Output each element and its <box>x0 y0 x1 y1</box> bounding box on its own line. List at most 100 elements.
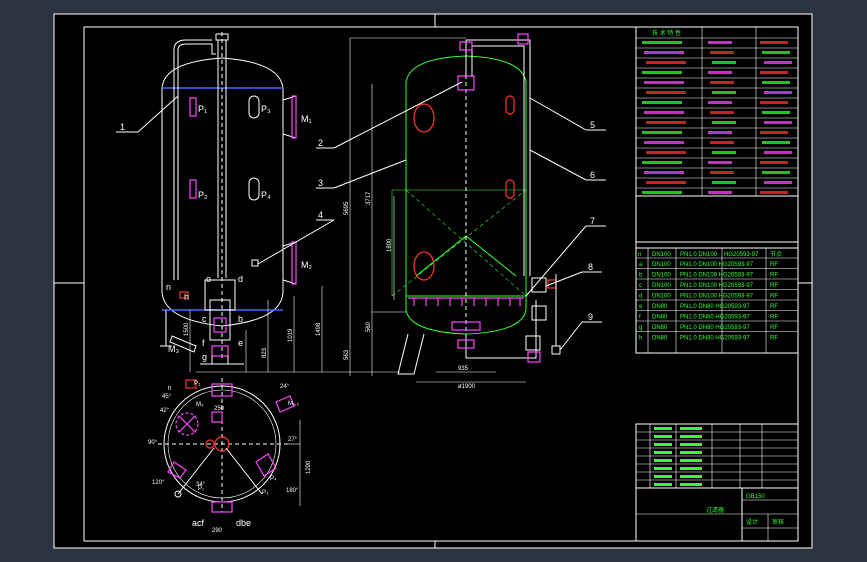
parts-list-cell-text <box>680 475 702 478</box>
parts-list-cell-text <box>654 427 672 430</box>
dim-563: 563 <box>344 349 350 360</box>
tech-table-cell-text <box>644 51 684 54</box>
nozzle-table-cell: RF <box>770 273 778 279</box>
tech-table-cell-text <box>764 151 792 154</box>
nozzle-table <box>647 248 767 353</box>
nozzle-table-cell: RF <box>770 262 778 268</box>
nozzle-table-cell: b <box>639 273 643 279</box>
plan-label-acf: acf <box>192 518 205 528</box>
plan-view <box>158 378 301 513</box>
tech-table-cell-text <box>642 161 682 164</box>
nozzle-table-cell: RF <box>770 315 778 321</box>
tech-table-cell-text <box>764 121 792 124</box>
tech-table-cell-text <box>760 101 788 104</box>
plan-angle-34: 34° <box>196 482 206 488</box>
tech-table-cell-text <box>760 161 788 164</box>
tech-table-cell-text <box>708 101 732 104</box>
nozzle-table-cell: RF <box>770 294 778 300</box>
plan-label-p4: P₄ <box>270 476 277 482</box>
parts-list-cell-text <box>680 427 702 430</box>
tech-table-cell-text <box>642 131 682 134</box>
nozzle-table-cell: PN1.0 DN80 HG20593-97 <box>680 315 750 321</box>
nozzle-table-cell: RF <box>770 304 778 310</box>
tech-table-cell-text <box>646 151 686 154</box>
nozzle-table-cell: DN80 <box>652 315 668 321</box>
plan-dim-290: 290 <box>212 528 223 534</box>
plan-angle-42: 42° <box>160 408 170 414</box>
tech-table-cell-text <box>708 71 732 74</box>
tech-table-cell-text <box>644 171 684 174</box>
tech-table-cell-text <box>642 71 682 74</box>
plan-dim-250: 250 <box>214 406 225 412</box>
dim-diameter-1900: ø1900 <box>458 384 476 390</box>
dim-1800: 1800 <box>387 238 393 252</box>
part-number-9: 9 <box>588 312 593 322</box>
nozzle-table-cell: a <box>639 262 643 268</box>
parts-list-cell-text <box>654 483 672 486</box>
tech-table-cell-text <box>764 61 792 64</box>
tech-table-title: 技 术 特 性 <box>652 29 681 37</box>
part-number-6: 6 <box>590 170 595 180</box>
nozzle-label-g: g <box>202 352 207 362</box>
dim-5695: 5695 <box>344 201 350 215</box>
right-elevation-view <box>349 33 561 383</box>
tech-table-cell-text <box>708 131 732 134</box>
part-number-5: 5 <box>590 120 595 130</box>
parts-list-cell-text <box>680 459 702 462</box>
nozzle-label-b: b <box>238 314 243 324</box>
tech-table-cell-text <box>712 61 736 64</box>
plan-label-p1: P₁ <box>198 486 204 492</box>
nozzle-table-cell: PN1.0 DN100 HG20593-97 <box>680 294 754 300</box>
nozzle-label-p2: P₂ <box>198 190 208 200</box>
tech-table-cell-text <box>760 191 788 194</box>
plan-label-p2: P₂ <box>194 381 201 387</box>
tech-table-cell-text <box>710 81 734 84</box>
nozzle-label-m2: M₂ <box>301 260 312 270</box>
part-leaders <box>116 81 606 351</box>
plan-label-m3: M₃ <box>196 402 204 408</box>
tech-table-cell-text <box>708 41 732 44</box>
tech-table-cell-text <box>644 81 684 84</box>
tech-table-cell-text <box>712 151 736 154</box>
parts-list-cell-text <box>654 451 672 454</box>
nozzle-table-cell: DN80 <box>652 325 668 331</box>
parts-list-cell-text <box>680 435 702 438</box>
nozzle-label-m3: M₃ <box>168 344 179 354</box>
parts-list-cell-text <box>680 467 702 470</box>
dim-1500: 1500 <box>184 322 190 336</box>
part-number-3: 3 <box>318 178 323 188</box>
nozzle-label-p1: P₁ <box>198 104 207 114</box>
dim-560: 560 <box>366 321 372 332</box>
parts-list-cell-text <box>654 459 672 462</box>
title-block-standard: GB150 <box>746 494 765 500</box>
parts-list-cell-text <box>654 435 672 438</box>
tech-table-cell-text <box>712 121 736 124</box>
tech-table-cell-text <box>760 41 788 44</box>
plan-dim-1290: 1290 <box>306 460 312 474</box>
nozzle-table-cell: PN1.0 DN100 HG20593-97 <box>680 273 754 279</box>
tech-table-cell-text <box>762 81 790 84</box>
dim-1498: 1498 <box>316 322 322 336</box>
tech-table-cell-text <box>712 181 736 184</box>
part-number-8: 8 <box>588 262 593 272</box>
tech-table-cell-text <box>710 171 734 174</box>
part-number-1: 1 <box>120 122 125 132</box>
plan-angle-90: 90° <box>148 440 158 446</box>
parts-list-cell-text <box>654 443 672 446</box>
nozzle-table-cell: DN80 <box>652 336 668 342</box>
plan-angle-45: 45° <box>162 394 172 400</box>
nozzle-table-cell: e <box>639 304 643 310</box>
tech-table-cell-text <box>710 111 734 114</box>
part-number-4: 4 <box>318 210 323 220</box>
tech-table-cell-text <box>642 191 682 194</box>
nozzle-table-cell: PN1.0 DN80 HG20593-97 <box>680 336 750 342</box>
title-block-design: 设计 <box>746 518 758 526</box>
plan-label-p3: P₃ <box>262 490 269 496</box>
plan-angle-27: 27° <box>288 437 298 443</box>
nozzle-label-f: f <box>202 338 205 348</box>
nozzle-table-cell: DN100 <box>652 262 671 268</box>
title-block <box>635 487 799 542</box>
tech-table-cell-text <box>760 131 788 134</box>
